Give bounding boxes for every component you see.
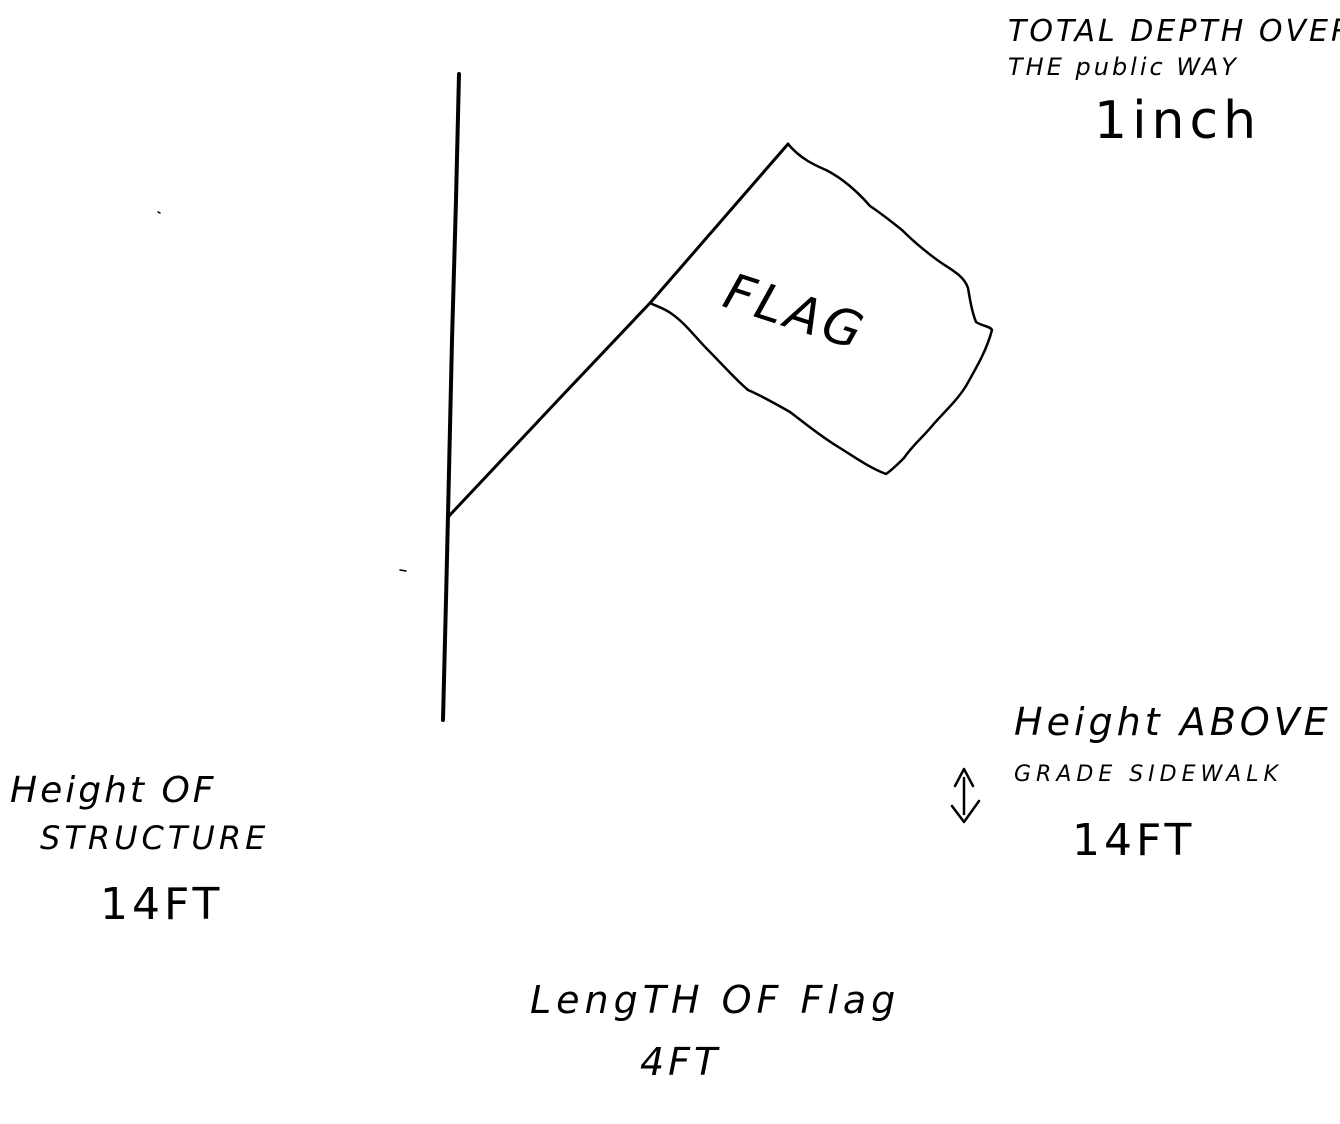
total-depth-line1: TOTAL DEPTH OVER — [1008, 14, 1340, 49]
height-above-line2: GRADE SIDEWALK — [1014, 762, 1283, 787]
structure-height-line2: STRUCTURE — [40, 819, 270, 857]
total-depth-line2: THE public WAY — [1008, 53, 1239, 81]
structure-height-label: Height OF STRUCTURE 14FT — [10, 770, 269, 930]
structure-height-value: 14FT — [100, 879, 224, 930]
flag-staff — [447, 142, 790, 518]
flag-cloth — [648, 142, 994, 476]
height-above-line1: Height ABOVE — [1014, 700, 1332, 744]
flag-length-line1: LengTH OF Flag — [530, 978, 901, 1022]
total-depth-label: TOTAL DEPTH OVER THE public WAY 1inch — [1008, 14, 1340, 151]
double-arrow-vertical-icon — [950, 767, 981, 824]
height-above-value: 14FT — [1072, 815, 1196, 866]
stray-mark — [157, 211, 161, 214]
structure-pole — [441, 72, 461, 722]
stray-mark — [399, 569, 407, 572]
flag-length-label: LengTH OF Flag 4FT — [530, 978, 900, 1084]
total-depth-value: 1inch — [1094, 91, 1262, 151]
structure-height-line1: Height OF — [10, 770, 217, 811]
flag-length-value: 4FT — [640, 1040, 722, 1084]
height-above-grade-label: Height ABOVE GRADE SIDEWALK 14FT — [1014, 700, 1332, 866]
